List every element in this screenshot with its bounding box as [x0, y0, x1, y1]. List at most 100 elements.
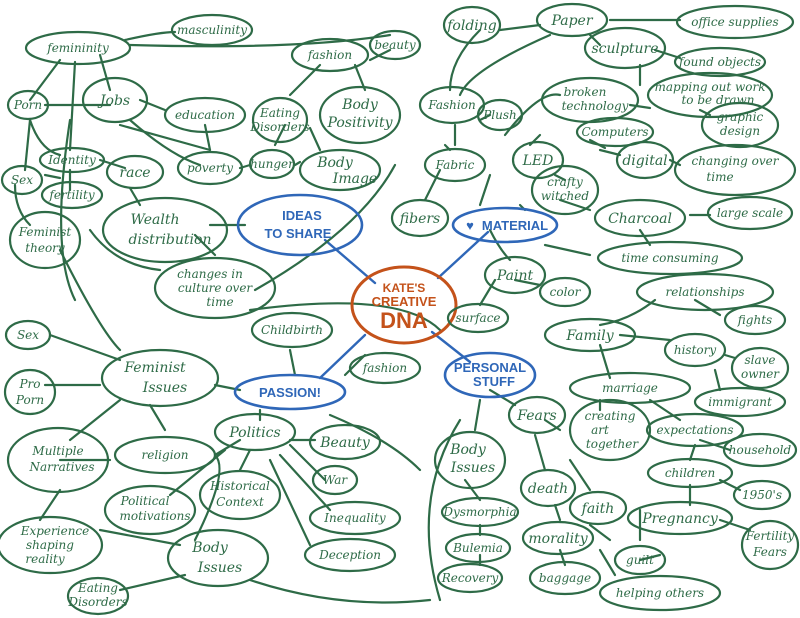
node-household[interactable]: household — [722, 432, 798, 468]
svg-text:large scale: large scale — [717, 206, 783, 220]
node-bulemia[interactable]: Bulemia — [444, 532, 512, 564]
node-fifties[interactable]: 1950's — [732, 479, 792, 511]
node-plush[interactable]: Plush — [476, 98, 524, 132]
node-sex-left[interactable]: Sex — [0, 164, 44, 196]
svg-text:helping others: helping others — [616, 586, 704, 600]
svg-text:technology: technology — [562, 99, 629, 113]
node-digital[interactable]: digital — [615, 140, 675, 180]
node-hunger[interactable]: hunger — [248, 148, 295, 180]
node-dysmorphia[interactable]: Dysmorphia — [440, 496, 520, 528]
node-fibers[interactable]: fibers — [390, 198, 450, 238]
node-sex-low[interactable]: Sex — [4, 319, 52, 351]
node-guilt[interactable]: guilt — [613, 544, 667, 576]
node-history[interactable]: history — [663, 332, 727, 368]
node-relationships[interactable]: relationships — [635, 272, 775, 312]
node-sculpture[interactable]: sculpture — [583, 26, 667, 70]
node-fights[interactable]: fights — [723, 304, 787, 336]
svg-text:faith: faith — [581, 501, 615, 517]
node-fashion-top[interactable]: fashion — [290, 37, 370, 73]
node-expectations[interactable]: expectations — [645, 412, 745, 448]
node-charcoal[interactable]: Charcoal — [593, 198, 687, 238]
node-masculinity[interactable]: masculinity — [170, 13, 254, 47]
node-fabric[interactable]: Fabric — [423, 147, 487, 183]
node-office-supplies[interactable]: office supplies — [675, 4, 795, 40]
center-node[interactable]: KATE'S CREATIVE DNA — [350, 265, 458, 345]
node-led[interactable]: LED — [511, 140, 565, 180]
node-death[interactable]: death — [519, 468, 577, 508]
node-found-objects[interactable]: found objects — [673, 46, 767, 78]
node-beauty-top[interactable]: beauty — [368, 29, 422, 61]
node-femininity[interactable]: femininity — [24, 30, 132, 66]
node-religion[interactable]: religion — [113, 435, 217, 475]
node-jobs[interactable]: Jobs — [81, 76, 149, 124]
node-immigrant[interactable]: immigrant — [693, 386, 787, 418]
node-identity[interactable]: Identity — [38, 146, 106, 174]
node-paper[interactable]: Paper — [535, 2, 609, 38]
node-paint[interactable]: Paint — [483, 255, 547, 295]
svg-text:sculpture: sculpture — [591, 41, 658, 57]
node-marriage[interactable]: marriage — [568, 371, 692, 405]
node-childbirth[interactable]: Childbirth — [250, 311, 334, 349]
node-surface[interactable]: surface — [446, 302, 510, 334]
hub-ideas-to-share[interactable]: IDEAS TO SHARE — [236, 193, 364, 257]
node-fears[interactable]: Fears — [507, 395, 567, 435]
node-inequality[interactable]: Inequality — [308, 500, 402, 536]
node-pregnancy[interactable]: Pregnancy — [626, 500, 734, 536]
node-large-scale[interactable]: large scale — [706, 195, 794, 231]
node-folding[interactable]: folding — [442, 5, 502, 45]
svg-text:Multiple: Multiple — [31, 444, 83, 458]
node-fashion-low[interactable]: fashion — [348, 351, 422, 385]
node-children[interactable]: children — [646, 457, 734, 489]
hub-material[interactable]: ♥ MATERIAL — [451, 206, 559, 244]
node-race[interactable]: race — [105, 154, 165, 190]
hub-personal-stuff[interactable]: PERSONAL STUFF — [443, 351, 537, 399]
node-education[interactable]: education — [163, 96, 247, 134]
svg-text:race: race — [119, 165, 150, 181]
svg-text:fashion: fashion — [362, 361, 407, 375]
node-helping-others[interactable]: helping others — [598, 574, 722, 612]
node-baggage[interactable]: baggage — [528, 560, 602, 596]
node-morality[interactable]: morality — [521, 520, 595, 556]
node-color[interactable]: color — [538, 276, 592, 308]
node-fashion-mid[interactable]: Fashion — [418, 85, 486, 125]
node-fertility-left[interactable]: fertility — [40, 180, 104, 210]
node-recovery[interactable]: Recovery — [436, 562, 504, 594]
node-porn[interactable]: Porn — [6, 89, 50, 121]
node-poverty[interactable]: poverty — [176, 150, 244, 186]
node-war[interactable]: War — [311, 464, 359, 496]
node-deception[interactable]: Deception — [303, 537, 397, 573]
svg-text:Political: Political — [120, 494, 170, 508]
node-beauty-low[interactable]: Beauty — [308, 423, 382, 461]
node-family[interactable]: Family — [543, 317, 637, 353]
svg-text:baggage: baggage — [539, 571, 591, 585]
svg-text:expectations: expectations — [656, 423, 733, 437]
node-faith[interactable]: faith — [568, 490, 628, 526]
node-politics[interactable]: Politics — [213, 412, 297, 452]
node-time-consuming[interactable]: time consuming — [596, 240, 744, 276]
node-computers[interactable]: Computers — [575, 116, 655, 148]
hub-passion[interactable]: PASSION! — [233, 373, 347, 411]
